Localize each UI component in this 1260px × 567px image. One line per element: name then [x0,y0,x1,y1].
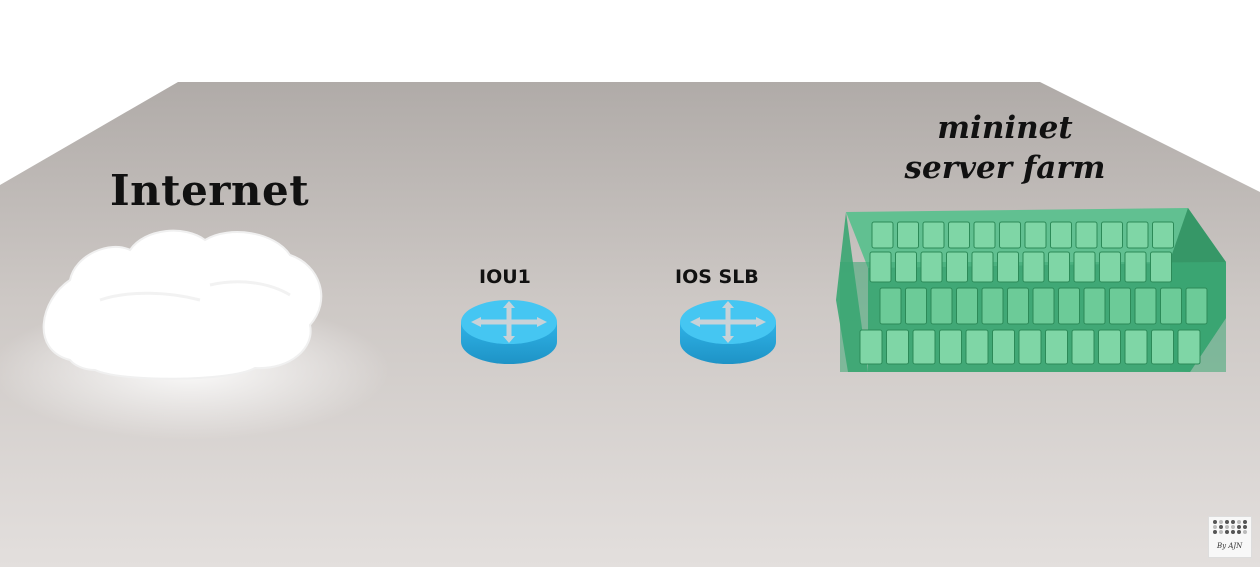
server-slot [930,287,953,325]
server-slot [886,329,909,365]
server-slot [922,221,945,249]
server-slot [1083,287,1106,325]
server-slot [1126,221,1149,249]
server-slot [1150,251,1172,283]
server-slot [997,251,1019,283]
server-slot [1099,251,1121,283]
server-slot [948,221,970,249]
server-slot [1177,329,1201,365]
server-slot [879,287,902,325]
server-slot [1058,287,1080,325]
server-slot [1134,287,1157,325]
server-farm-label-line1: mininet [937,110,1073,146]
server-slot [1071,329,1095,365]
credit-text: By AJN [1217,542,1243,550]
server-slot [1185,287,1208,325]
server-slot [1152,221,1174,249]
server-slot [1022,251,1045,283]
server-slot [1073,251,1096,283]
server-slot [1109,287,1131,325]
server-slot [1024,221,1047,249]
server-slot [1050,221,1072,249]
server-slot [905,287,927,325]
server-slot [1124,251,1147,283]
server-farm-label-line2: server farm [904,150,1106,186]
server-slot [897,221,919,249]
cloud-icon [42,229,323,380]
server-slot [965,329,989,365]
server-slot [973,221,996,249]
server-slot [1151,329,1174,365]
server-slot [1045,329,1068,365]
router-icon [461,300,557,364]
server-slot [946,251,968,283]
author-credit: By AJN [1208,516,1252,558]
server-slot [1007,287,1029,325]
floor-plane [0,82,1260,567]
server-slot [1160,287,1182,325]
server-slot [971,251,994,283]
server-farm-label: mininet server farm [890,108,1120,188]
server-slot [999,221,1021,249]
server-slot [859,329,883,365]
server-slot [1032,287,1055,325]
server-slot [1124,329,1148,365]
iou1-label: IOU1 [479,266,531,288]
server-slot [869,251,892,283]
server-slot [871,221,894,249]
server-rack-icon [836,208,1226,372]
server-slot [1018,329,1042,365]
server-slot [1048,251,1070,283]
server-slot [956,287,978,325]
server-slot [895,251,917,283]
server-slot [939,329,962,365]
server-slot [981,287,1004,325]
credit-logo-icon [1213,520,1248,534]
internet-label: Internet [110,166,310,215]
ios-slb-label: IOS SLB [675,266,759,288]
server-slot [992,329,1015,365]
server-slot [920,251,943,283]
server-slot [1098,329,1121,365]
router-icon [680,300,776,364]
server-slot [1075,221,1098,249]
server-slot [912,329,936,365]
server-slot [1101,221,1123,249]
